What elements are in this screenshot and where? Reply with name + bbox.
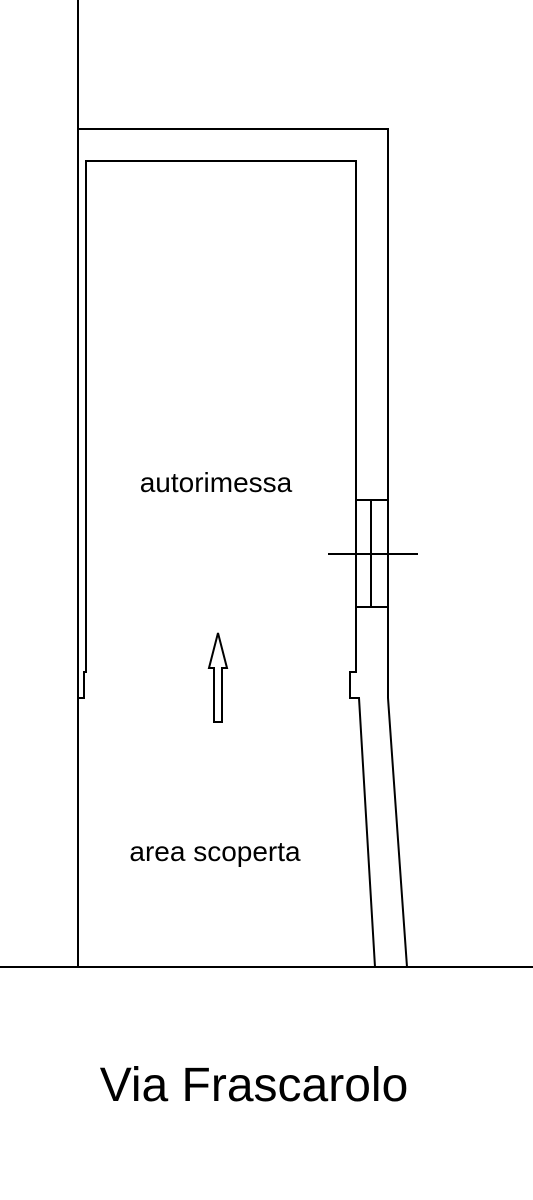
right-wall-lower	[349, 607, 376, 968]
right-wall-outer-lower	[387, 607, 408, 968]
street-name: Via Frascarolo	[100, 1059, 409, 1112]
garage-inner-wall	[78, 160, 357, 699]
wall-opening	[328, 499, 418, 608]
room-label-garage: autorimessa	[140, 467, 293, 498]
garage-outer-wall	[78, 128, 389, 500]
arrow-up-icon	[207, 632, 229, 723]
room-label-open-area: area scoperta	[129, 836, 301, 867]
